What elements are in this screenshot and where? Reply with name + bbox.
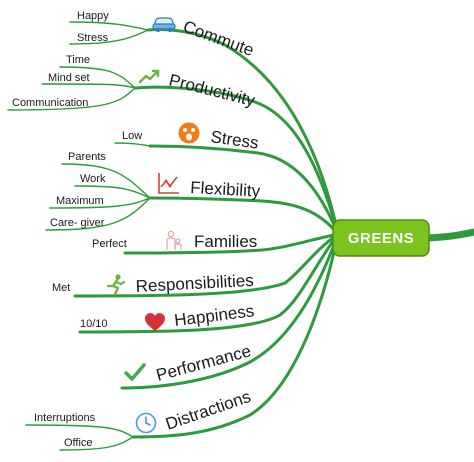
leaf-label: Time [66,54,90,66]
leaf-label: Work [80,173,106,185]
branch-lines [73,28,340,439]
leaf-label: Communication [12,97,88,109]
leaf-label: Low [122,130,142,142]
branch-label-flexibility: Flexibility [190,178,261,201]
line-chart-icon [158,173,179,194]
car-icon [152,17,176,33]
leaf-line [59,66,136,89]
leaf-line [59,436,134,451]
leaf-label: 10/10 [80,318,108,330]
leaf-line [45,197,151,231]
leaf-line [7,87,136,111]
leaf-label: Happy [77,10,109,22]
root-node[interactable]: GREENS [332,219,430,257]
leaf-labels: Happy Stress Time Mind set Communication… [12,10,142,449]
leaf-label: Interruptions [34,412,96,424]
leaf-label: Mind set [48,72,90,84]
branch-line-happiness [78,232,340,334]
branch-line-flexibility [148,196,340,236]
leaf-line [74,185,151,199]
branch-label-families: Families [194,232,257,251]
branch-labels: Commute Productivity Stress Flexibility … [135,17,261,434]
branch-line-productivity [133,85,340,236]
trend-up-icon [138,69,160,84]
clock-icon [135,412,157,434]
leaf-line [41,83,136,89]
family-icon [166,230,182,250]
leaf-line [49,197,151,209]
leaf-label: Stress [77,32,109,44]
branch-line-performance [120,232,340,390]
root-box [332,219,430,257]
branch-line-stress [148,144,340,236]
branch-line-commute [146,28,340,236]
root-label: GREENS [348,230,414,247]
branch-label-distractions: Distractions [163,387,253,434]
leaf-line [69,29,149,45]
leaf-label: Care- giver [50,217,105,229]
leaf-line [114,142,151,147]
checkmark-icon [124,363,146,381]
leaf-line [25,424,134,438]
leaf-line [69,21,149,31]
branch-line-responsibilities [73,232,340,298]
branch-label-productivity: Productivity [167,70,257,110]
leaf-label: Office [64,437,93,449]
running-person-icon [106,274,126,296]
leaf-lines [7,21,151,451]
leaf-label: Parents [68,151,106,163]
surprised-face-icon [178,122,200,144]
branch-line-distractions [131,232,340,439]
heart-icon [145,313,165,331]
branch-line-families [123,232,340,255]
leaf-label: Met [52,282,70,294]
branch-label-commute: Commute [181,17,257,60]
leaf-line [61,163,151,199]
leaf-label: Perfect [92,238,127,250]
leaf-label: Maximum [56,195,104,207]
